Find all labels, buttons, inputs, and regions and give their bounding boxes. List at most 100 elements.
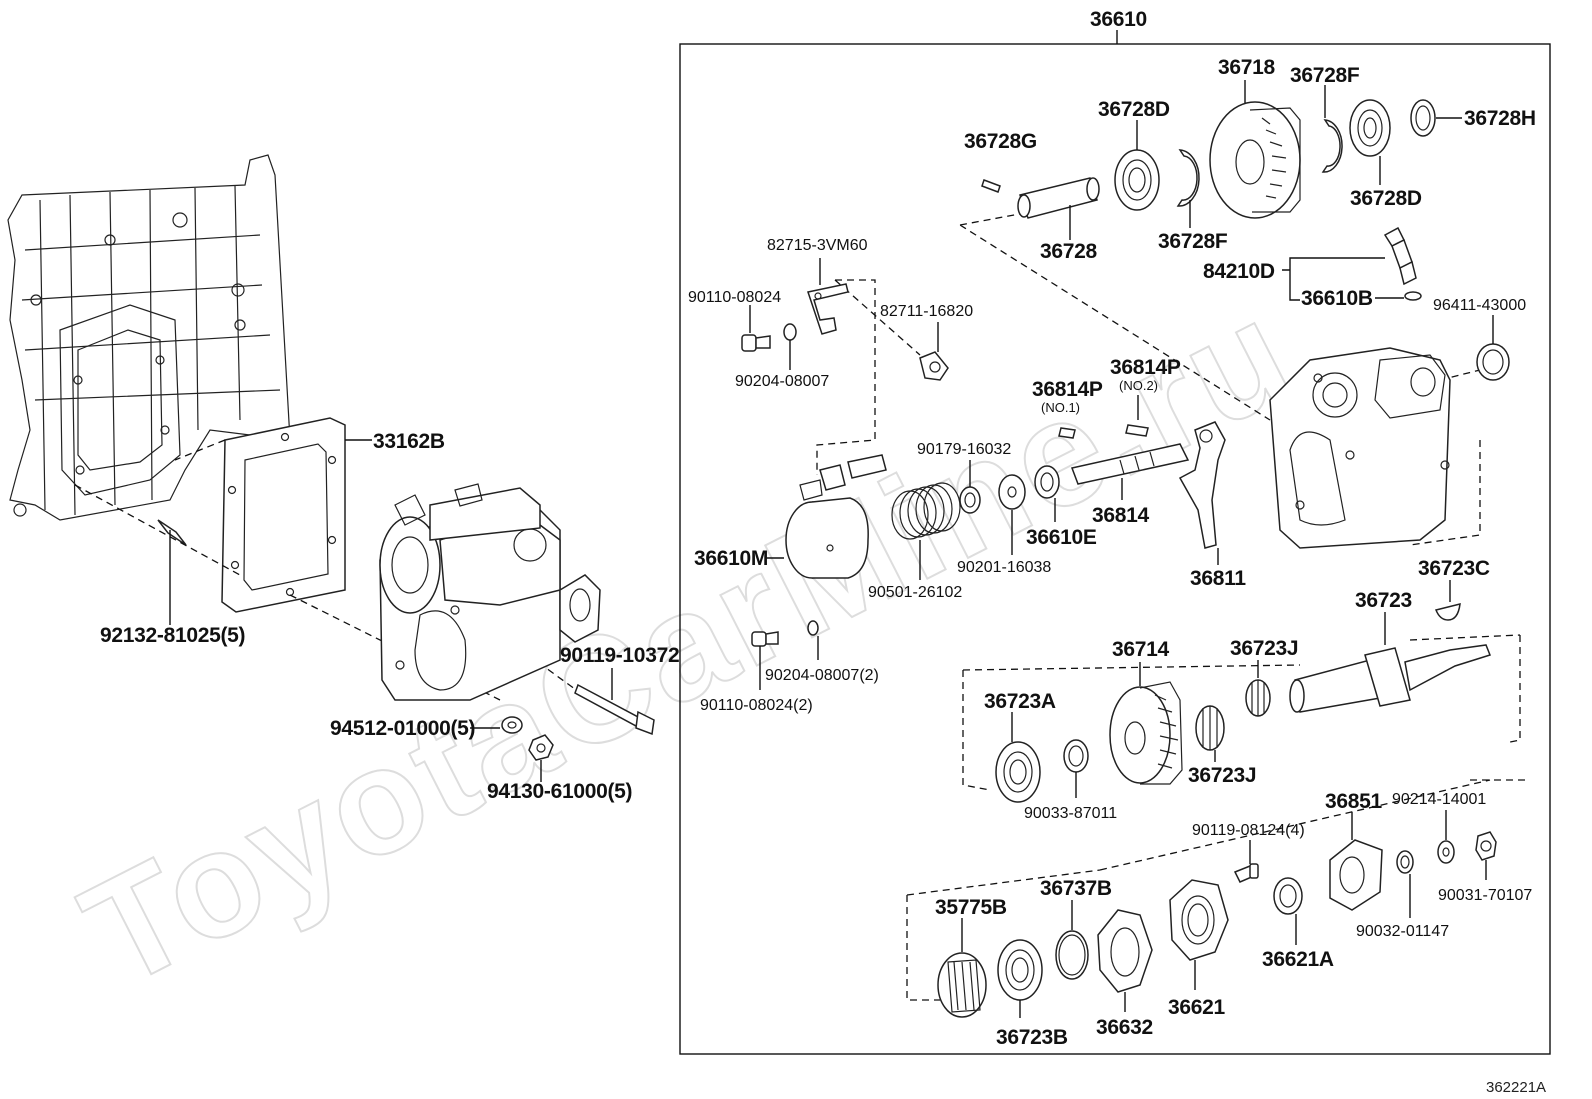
label-36728D-left: 36728D bbox=[1098, 98, 1170, 121]
pin-36814P-no1 bbox=[1058, 427, 1076, 439]
label-36610: 36610 bbox=[1090, 8, 1147, 31]
bolt-90119-08124 bbox=[1233, 863, 1259, 883]
clamp-82711 bbox=[919, 351, 949, 381]
shaft-36728 bbox=[1017, 177, 1100, 219]
washer-90204-08007-bottom bbox=[807, 620, 819, 636]
label-36621A: 36621A bbox=[1262, 948, 1334, 971]
label-36728D-right: 36728D bbox=[1350, 187, 1422, 210]
flange-36851 bbox=[1329, 839, 1383, 911]
bolt-90110-08024-bottom bbox=[751, 631, 779, 647]
gasket-36632 bbox=[1097, 909, 1153, 993]
spring-90501 bbox=[891, 482, 961, 540]
label-90204-08007-bottom: 90204-08007(2) bbox=[765, 667, 879, 684]
washer-90214 bbox=[1437, 840, 1455, 864]
stud-bolt-92132 bbox=[157, 519, 187, 625]
bearing-36728D-right bbox=[1349, 99, 1391, 157]
key-36723C bbox=[1434, 603, 1461, 621]
shift-fork-36811 bbox=[1178, 421, 1226, 549]
o-ring-36737B bbox=[1055, 930, 1089, 980]
label-36723: 36723 bbox=[1355, 589, 1412, 612]
label-33162B: 33162B bbox=[373, 430, 445, 453]
washer-94512 bbox=[501, 716, 523, 734]
bracket-82715 bbox=[807, 283, 849, 335]
output-shaft-36723 bbox=[1289, 644, 1491, 713]
retainer-36621 bbox=[1169, 879, 1229, 961]
washer-90032 bbox=[1396, 850, 1414, 874]
label-36723C: 36723C bbox=[1418, 557, 1490, 580]
nut-90031 bbox=[1475, 831, 1497, 861]
label-36621: 36621 bbox=[1168, 996, 1226, 1019]
seal-96411 bbox=[1476, 343, 1510, 381]
washer-90204-08007-top bbox=[783, 323, 797, 341]
label-36728G: 36728G bbox=[964, 130, 1037, 153]
label-84210D: 84210D bbox=[1203, 260, 1275, 283]
label-36723A: 36723A bbox=[984, 690, 1056, 713]
label-36728H: 36728H bbox=[1464, 107, 1536, 130]
label-36811: 36811 bbox=[1190, 567, 1246, 590]
label-36718: 36718 bbox=[1218, 56, 1276, 79]
label-36714: 36714 bbox=[1112, 638, 1170, 661]
seal-36621A bbox=[1273, 877, 1303, 915]
label-90179-16032: 90179-16032 bbox=[917, 441, 1011, 458]
washer-90201 bbox=[998, 474, 1026, 510]
shift-shaft-36814 bbox=[1070, 443, 1190, 485]
reference-id: 362221A bbox=[1486, 1079, 1546, 1096]
label-36814: 36814 bbox=[1092, 504, 1150, 527]
transfer-case-housing bbox=[1269, 347, 1451, 549]
label-82711-16820: 82711-16820 bbox=[880, 303, 973, 320]
label-36723B: 36723B bbox=[996, 1026, 1068, 1049]
label-90214-14001: 90214-14001 bbox=[1392, 791, 1486, 808]
pin-36814P-no2 bbox=[1125, 424, 1149, 437]
label-36814P-no1: 36814P bbox=[1032, 378, 1103, 401]
bushing-90179 bbox=[959, 486, 981, 514]
label-35775B: 35775B bbox=[935, 896, 1007, 919]
label-90501-26102: 90501-26102 bbox=[868, 584, 962, 601]
actuator-36610M bbox=[785, 454, 887, 579]
snap-ring-36728F-left bbox=[1176, 149, 1200, 207]
label-36851: 36851 bbox=[1325, 790, 1383, 813]
gear-36718 bbox=[1209, 101, 1301, 219]
label-90201-16038: 90201-16038 bbox=[957, 559, 1051, 576]
label-36728F-left: 36728F bbox=[1158, 230, 1228, 253]
bolt-90110-08024-top bbox=[741, 334, 771, 352]
assembly-box-36610 bbox=[679, 43, 1551, 1055]
needle-bearing-36723J-a bbox=[1245, 679, 1271, 717]
needle-bearing-36723J-b bbox=[1195, 705, 1225, 751]
gasket-33162B bbox=[221, 417, 346, 613]
bearing-36723A bbox=[995, 741, 1041, 803]
bearing-36723B bbox=[997, 939, 1043, 1001]
ring-36728H bbox=[1410, 99, 1436, 137]
sensor-84210D bbox=[1383, 226, 1417, 286]
transfer-assembly bbox=[379, 483, 601, 701]
label-94130-61000: 94130-61000(5) bbox=[487, 780, 632, 803]
label-90119-10372: 90119-10372 bbox=[560, 644, 679, 667]
bolt-90119-10372 bbox=[574, 683, 655, 736]
o-ring-36610B bbox=[1404, 291, 1422, 301]
label-36723J-b: 36723J bbox=[1188, 764, 1256, 787]
label-36728: 36728 bbox=[1040, 240, 1098, 263]
label-90032-01147: 90032-01147 bbox=[1356, 923, 1449, 940]
transmission-case bbox=[7, 154, 291, 521]
label-36737B: 36737B bbox=[1040, 877, 1112, 900]
label-90119-08124: 90119-08124(4) bbox=[1192, 822, 1305, 839]
label-36723J-a: 36723J bbox=[1230, 637, 1298, 660]
label-90033-87011: 90033-87011 bbox=[1024, 805, 1117, 822]
label-36610M: 36610M bbox=[694, 547, 768, 570]
label-82715-3VM60: 82715-3VM60 bbox=[767, 237, 868, 254]
label-no2: (NO.2) bbox=[1119, 378, 1158, 393]
label-36814P-no2: 36814P bbox=[1110, 356, 1181, 379]
label-94512-01000: 94512-01000(5) bbox=[330, 717, 475, 740]
label-90031-70107: 90031-70107 bbox=[1438, 887, 1532, 904]
seal-36610E bbox=[1034, 465, 1060, 499]
label-96411-43000: 96411-43000 bbox=[1433, 297, 1526, 314]
label-36610B: 36610B bbox=[1301, 287, 1373, 310]
label-36632: 36632 bbox=[1096, 1016, 1153, 1039]
pin-36728G bbox=[981, 179, 1001, 193]
snap-ring-36728F-right bbox=[1321, 119, 1343, 173]
label-92132-81025: 92132-81025(5) bbox=[100, 624, 245, 647]
label-36610E: 36610E bbox=[1026, 526, 1097, 549]
bearing-36728D-left bbox=[1114, 149, 1160, 211]
ring-90033 bbox=[1063, 739, 1089, 773]
label-no1: (NO.1) bbox=[1041, 400, 1080, 415]
